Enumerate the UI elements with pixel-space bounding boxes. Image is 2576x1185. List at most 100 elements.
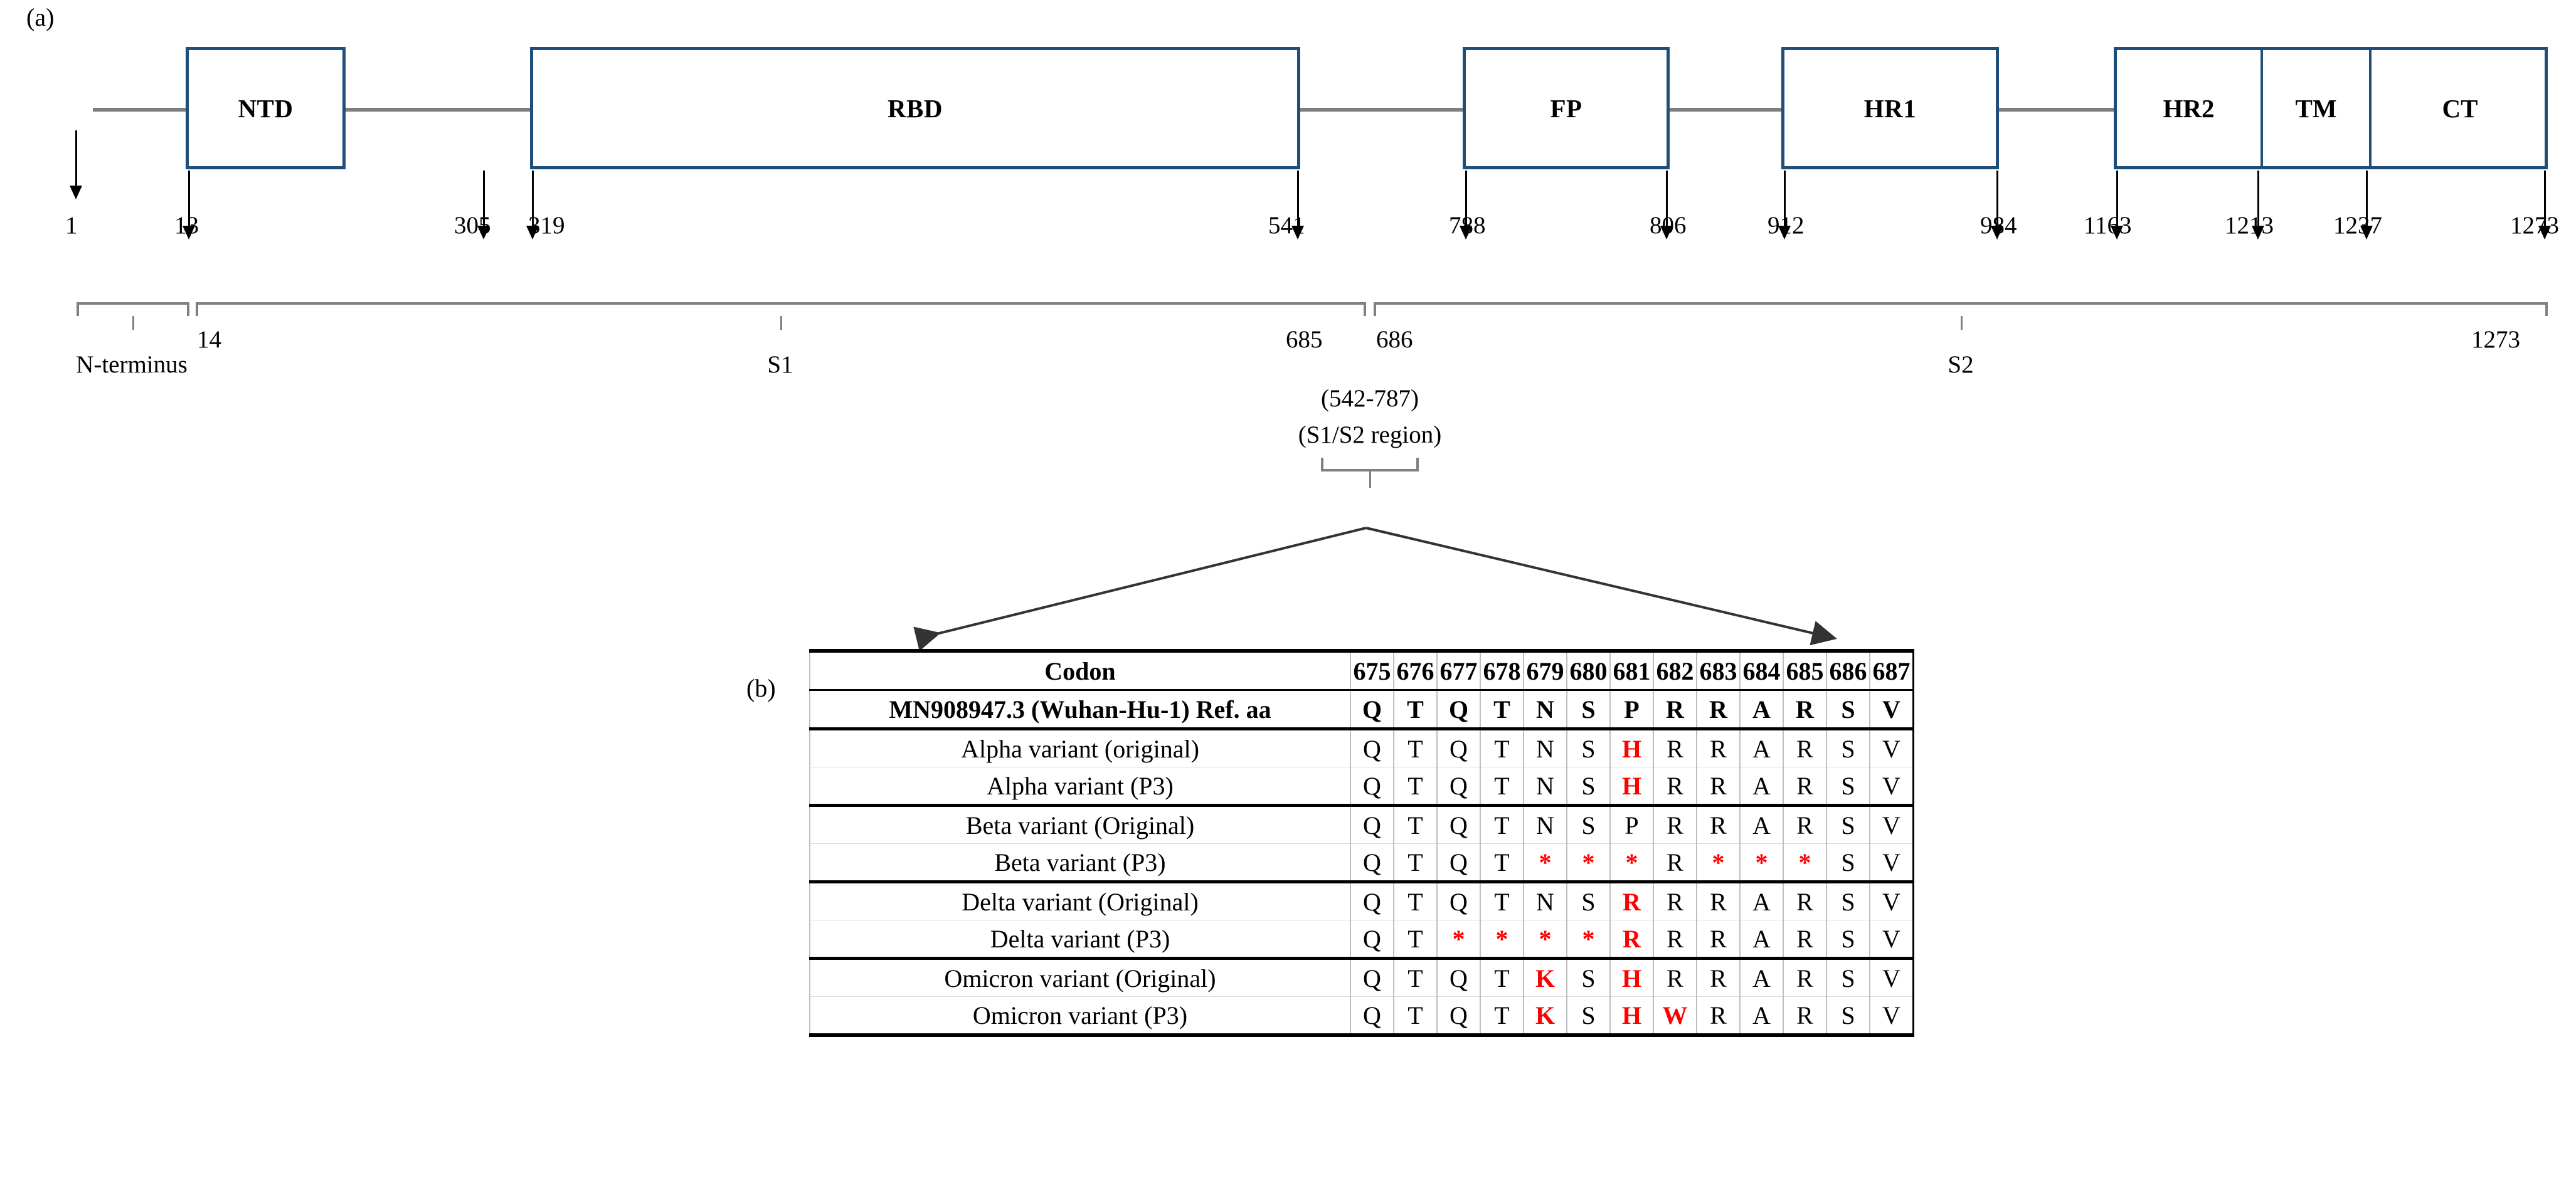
panel-connector-arrows [913, 527, 1837, 651]
amino-acid-cell: R [1783, 690, 1827, 730]
codon-number-cell: 678 [1480, 649, 1524, 691]
mutation-marker: H [1621, 1001, 1642, 1030]
bracket-end-label-s2: 1273 [2471, 326, 2520, 353]
position-tick-1213 [2252, 171, 2264, 240]
amino-acid-cell: S [1826, 843, 1870, 883]
mutation-marker: H [1621, 964, 1642, 993]
bracket-end-label-s1: 685 [1286, 326, 1323, 353]
panel-a-label: (a) [26, 3, 55, 31]
amino-acid-cell: S [1566, 767, 1611, 807]
codon-number-cell: 680 [1566, 649, 1611, 691]
bracket-stem-n-terminus [132, 316, 134, 330]
s1s2-region-name: (S1/S2 region) [1298, 421, 1442, 448]
stop-codon-cell: * [1436, 920, 1481, 960]
mutation-marker: * [1539, 924, 1552, 953]
amino-acid-cell: S [1566, 690, 1611, 730]
amino-acid-cell: R [1609, 920, 1654, 960]
bracket-start-label-s2: 686 [1376, 326, 1413, 353]
amino-acid-cell: T [1480, 729, 1524, 767]
mutation-marker: R [1623, 924, 1641, 953]
amino-acid-cell: V [1869, 920, 1914, 960]
bracket-stem-s1s2-region [1369, 471, 1371, 488]
amino-acid-cell: T [1393, 958, 1438, 997]
amino-acid-cell: V [1869, 767, 1914, 807]
variant-label-cell: MN908947.3 (Wuhan-Hu-1) Ref. aa [809, 690, 1351, 730]
codon-header-label: Codon [809, 649, 1351, 691]
mutation-marker: * [1582, 924, 1595, 953]
position-tick-1163 [2111, 171, 2123, 240]
amino-acid-cell: S [1826, 729, 1870, 767]
domain-box-fp: FP [1463, 47, 1670, 169]
amino-acid-cell: V [1869, 882, 1914, 920]
amino-acid-cell: Q [1436, 996, 1481, 1037]
amino-acid-cell: R [1653, 805, 1697, 844]
stop-codon-cell: * [1696, 843, 1741, 883]
amino-acid-cell: R [1696, 805, 1741, 844]
amino-acid-cell: Q [1350, 996, 1394, 1037]
codon-number-cell: 675 [1350, 649, 1394, 691]
position-tick-806 [1660, 171, 1673, 240]
amino-acid-cell: Q [1436, 843, 1481, 883]
codon-number-cell: 684 [1739, 649, 1784, 691]
amino-acid-cell: S [1566, 882, 1611, 920]
panel-b-label: (b) [746, 674, 776, 702]
mutation-marker: * [1539, 848, 1552, 877]
position-number-319: 319 [528, 212, 565, 239]
position-number-13: 13 [174, 212, 199, 239]
amino-acid-cell: P [1609, 690, 1654, 730]
amino-acid-cell: V [1869, 729, 1914, 767]
connector-line-right [1365, 527, 1837, 646]
stop-codon-cell: * [1523, 843, 1567, 883]
position-tick-13 [183, 171, 195, 240]
variant-label-cell: Delta variant (P3) [809, 920, 1351, 960]
stop-codon-cell: * [1566, 920, 1611, 960]
bracket-stem-s1 [780, 316, 782, 330]
amino-acid-cell: Q [1436, 882, 1481, 920]
mutation-marker: K [1535, 964, 1556, 993]
amino-acid-cell: R [1783, 996, 1827, 1037]
amino-acid-cell: T [1480, 882, 1524, 920]
amino-acid-cell: Q [1350, 690, 1394, 730]
amino-acid-cell: T [1480, 996, 1524, 1037]
domain-cell-ct: CT [2369, 50, 2548, 166]
amino-acid-cell: K [1523, 996, 1567, 1037]
amino-acid-cell: S [1566, 729, 1611, 767]
position-number-984: 984 [1980, 212, 2017, 239]
position-tick-1 [70, 130, 82, 199]
variant-label-cell: Beta variant (P3) [809, 843, 1351, 883]
stop-codon-cell: * [1783, 843, 1827, 883]
position-tick-984 [1991, 171, 2003, 240]
amino-acid-cell: Q [1350, 920, 1394, 960]
domain-box-ntd: NTD [186, 47, 346, 169]
mutation-marker: R [1623, 887, 1641, 916]
amino-acid-cell: T [1480, 690, 1524, 730]
amino-acid-cell: T [1393, 882, 1438, 920]
amino-acid-cell: Q [1350, 805, 1394, 844]
amino-acid-cell: N [1523, 690, 1567, 730]
domain-box-rbd: RBD [530, 47, 1300, 169]
amino-acid-cell: R [1653, 767, 1697, 807]
variant-label-cell: Omicron variant (Original) [809, 958, 1351, 997]
amino-acid-cell: R [1696, 996, 1741, 1037]
amino-acid-cell: R [1696, 767, 1741, 807]
bracket-n-terminus [77, 302, 189, 316]
amino-acid-cell: Q [1350, 958, 1394, 997]
amino-acid-cell: N [1523, 805, 1567, 844]
amino-acid-cell: A [1739, 805, 1784, 844]
position-tick-541 [1291, 171, 1304, 240]
position-number-806: 806 [1650, 212, 1687, 239]
amino-acid-cell: S [1826, 882, 1870, 920]
amino-acid-cell: V [1869, 996, 1914, 1037]
codon-number-cell: 686 [1826, 649, 1870, 691]
amino-acid-cell: R [1653, 958, 1697, 997]
amino-acid-cell: H [1609, 958, 1654, 997]
amino-acid-cell: T [1393, 767, 1438, 807]
